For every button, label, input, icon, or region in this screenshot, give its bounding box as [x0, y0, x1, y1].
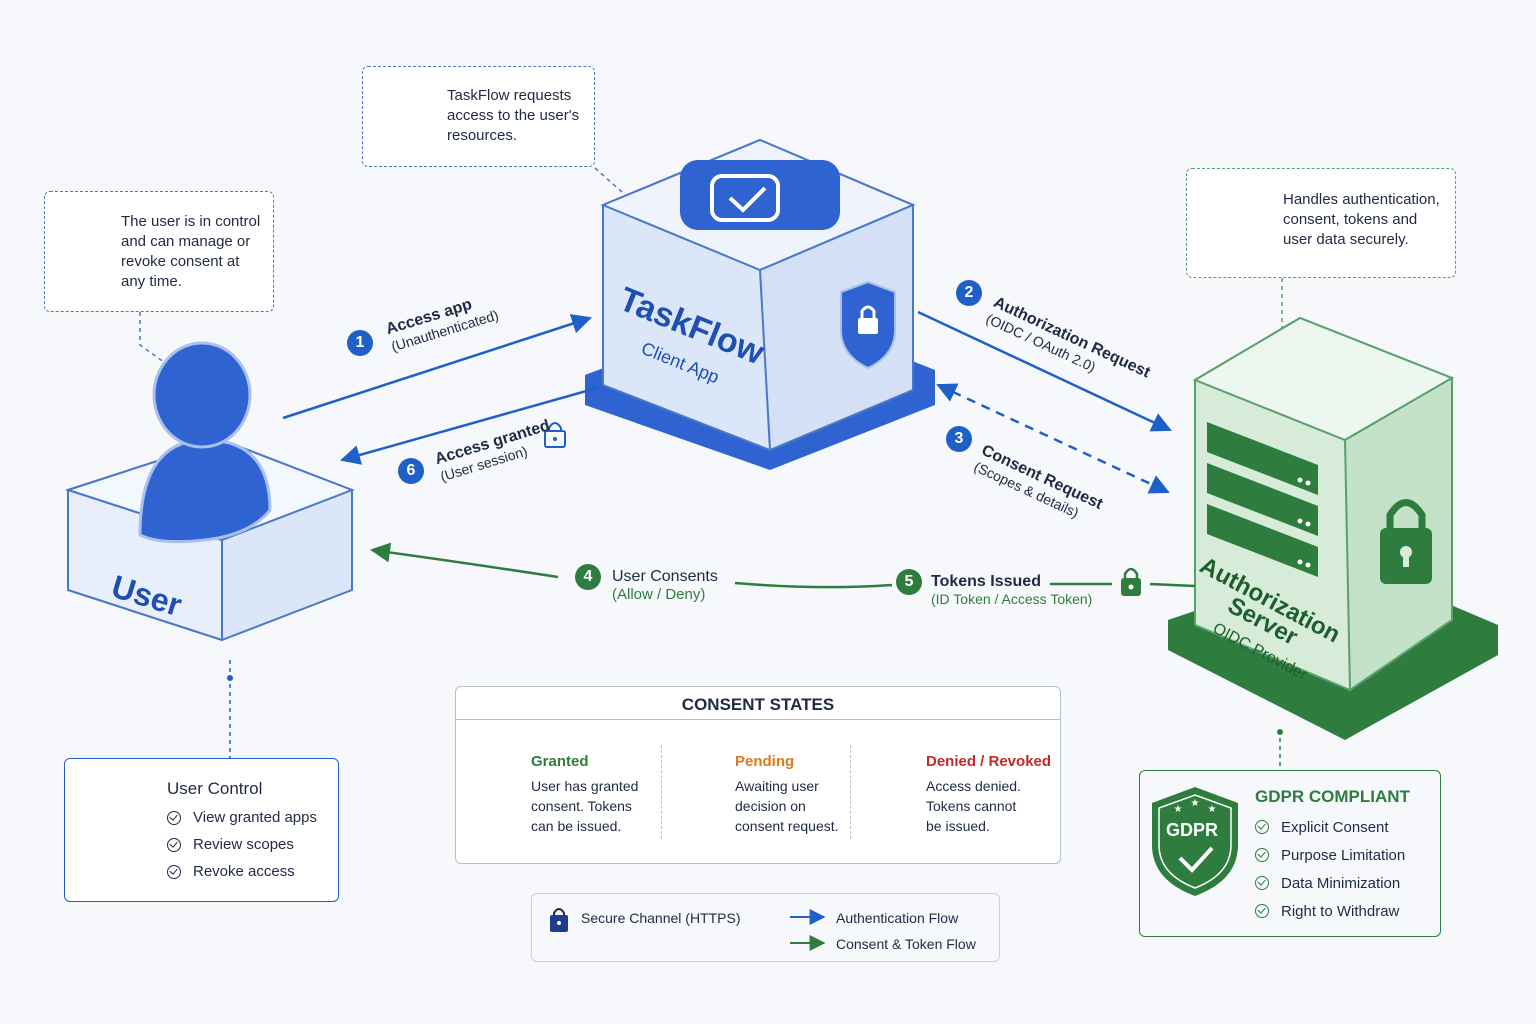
gdpr-list: Explicit Consent Purpose Limitation Data… — [1255, 813, 1405, 925]
check-circle-icon — [1255, 848, 1269, 862]
consent-state-granted: Granted User has granted consent. Tokens… — [531, 753, 651, 836]
gdpr-badge-text: GDPR — [1166, 820, 1219, 840]
gdpr-item: Right to Withdraw — [1255, 897, 1405, 925]
svg-text:★: ★ — [1174, 804, 1183, 815]
step-5-sub: (ID Token / Access Token) — [931, 591, 1093, 607]
gdpr-item: Data Minimization — [1255, 869, 1405, 897]
token-padlock-icon — [1121, 567, 1141, 596]
check-circle-icon — [167, 864, 181, 879]
item-label: View granted apps — [193, 809, 317, 826]
consent-states-panel: CONSENT STATES Granted User has granted … — [455, 686, 1061, 864]
client-node — [585, 138, 935, 470]
user-control-item: Revoke access — [167, 858, 317, 885]
item-label: Purpose Limitation — [1281, 846, 1406, 864]
server-rack-icon — [1207, 422, 1318, 577]
session-padlock-icon — [544, 422, 566, 448]
item-label: Explicit Consent — [1281, 818, 1389, 836]
divider — [661, 745, 662, 839]
server-note: Handles authentication, consent, tokens … — [1186, 168, 1456, 278]
arrow-step-4 — [370, 542, 559, 579]
user-control-title: User Control — [167, 779, 263, 798]
user-note-connector — [139, 312, 176, 371]
arrow-step-1 — [282, 314, 592, 420]
step-6-badge: 6 — [398, 458, 424, 484]
consent-token-line — [734, 581, 893, 589]
shield-lock-icon — [840, 280, 896, 370]
step-4-badge: 4 — [575, 564, 601, 590]
token-line-end — [1149, 582, 1196, 588]
user-note: The user is in control and can manage or… — [44, 191, 274, 312]
legend-secure-label: Secure Channel (HTTPS) — [581, 910, 741, 926]
step-5-title: Tokens Issued — [931, 573, 1041, 590]
denied-text: Access denied. Tokens cannot be issued. — [926, 778, 1021, 834]
connector-dot — [1277, 729, 1283, 735]
step-4-label: User Consents (Allow / Deny) — [612, 568, 718, 603]
consent-states-title: CONSENT STATES — [456, 687, 1060, 720]
divider — [850, 745, 851, 839]
granted-text: User has granted consent. Tokens can be … — [531, 778, 639, 834]
gdpr-title: GDPR COMPLIANT — [1255, 787, 1410, 806]
connector-dot — [227, 675, 233, 681]
step-1-badge: 1 — [347, 330, 373, 356]
user-control-panel: User Control View granted apps Review sc… — [64, 758, 339, 902]
user-node — [64, 341, 355, 642]
legend-lock-icon — [550, 908, 568, 932]
legend-auth-label: Authentication Flow — [836, 910, 959, 926]
arrow-step-3 — [936, 383, 1170, 494]
user-note-text: The user is in control and can manage or… — [121, 213, 261, 290]
item-label: Right to Withdraw — [1281, 902, 1400, 920]
step-4-sub: (Allow / Deny) — [612, 586, 706, 603]
step-5-label: Tokens Issued (ID Token / Access Token) — [931, 573, 1092, 607]
arrow-step-6 — [340, 386, 598, 465]
padlock-icon — [1380, 499, 1432, 584]
step-5-badge: 5 — [896, 569, 922, 595]
server-note-text: Handles authentication, consent, tokens … — [1283, 191, 1440, 248]
pending-text: Awaiting user decision on consent reques… — [735, 778, 839, 834]
pending-title: Pending — [735, 753, 795, 770]
step-4-title: User Consents — [612, 568, 718, 585]
consent-state-denied: Denied / Revoked Access denied. Tokens c… — [926, 753, 1056, 836]
consent-state-pending: Pending Awaiting user decision on consen… — [735, 753, 850, 836]
check-circle-icon — [167, 810, 181, 825]
item-label: Revoke access — [193, 863, 295, 880]
user-control-item: Review scopes — [167, 831, 317, 858]
server-node — [1168, 316, 1498, 740]
check-circle-icon — [1255, 904, 1269, 918]
check-circle-icon — [167, 837, 181, 852]
legend-panel: Secure Channel (HTTPS) Authentication Fl… — [531, 893, 1000, 962]
legend-consent-label: Consent & Token Flow — [836, 936, 976, 952]
gdpr-panel: GDPR COMPLIANT Explicit Consent Purpose … — [1139, 770, 1441, 937]
item-label: Review scopes — [193, 836, 294, 853]
client-note-connector — [594, 167, 623, 193]
gdpr-shield-icon: ★ ★ ★ — [1152, 787, 1238, 896]
gdpr-item: Explicit Consent — [1255, 813, 1405, 841]
checkmark-tile-icon — [680, 160, 840, 230]
item-label: Data Minimization — [1281, 874, 1401, 892]
step-2-badge: 2 — [956, 280, 982, 306]
step-3-badge: 3 — [946, 426, 972, 452]
check-circle-icon — [1255, 876, 1269, 890]
user-control-list: View granted apps Review scopes Revoke a… — [167, 804, 317, 885]
svg-text:★: ★ — [1208, 804, 1217, 815]
svg-text:★: ★ — [1191, 798, 1200, 809]
client-note-text: TaskFlow requests access to the user's r… — [447, 87, 580, 144]
denied-title: Denied / Revoked — [926, 753, 1052, 770]
check-circle-icon — [1255, 820, 1269, 834]
granted-title: Granted — [531, 753, 589, 770]
gdpr-item: Purpose Limitation — [1255, 841, 1405, 869]
client-note: TaskFlow requests access to the user's r… — [362, 66, 595, 167]
user-control-item: View granted apps — [167, 804, 317, 831]
